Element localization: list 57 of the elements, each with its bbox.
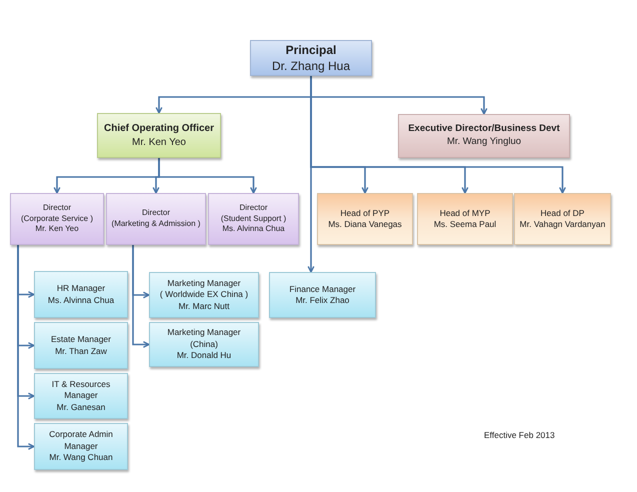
role-detail: Mr. Ken Yeo [35,224,79,236]
org-box [34,423,128,470]
role-detail: Mr. Vahagn Vardanyan [520,219,606,230]
role-detail: Mr. Felix Zhao [296,295,350,306]
org-box [417,193,513,245]
role-title: Finance Manager [289,284,356,295]
role-title: Marketing Manager [167,278,241,290]
role-detail: ( Worldwide EX China ) [160,289,248,301]
role-detail: Ms. Seema Paul [434,219,496,230]
role-title: Chief Operating Officer [104,122,214,136]
org-box [149,272,259,318]
role-title: Executive Director/Business Devt [408,123,560,136]
org-box [250,40,372,76]
role-title: Director [142,208,170,219]
role-detail: Mr. Ganesan [56,402,106,414]
connector-arrow [158,158,257,194]
role-detail: Mr. Wang Yingluo [446,136,522,149]
org-box [514,193,611,245]
role-title: IT & Resources Manager [50,378,112,402]
org-box [34,322,128,369]
org-box [10,193,104,245]
org-box [208,193,299,245]
connector-arrow [17,245,35,450]
role-detail: Mr. Than Zaw [55,346,107,357]
role-detail: (China) [190,338,218,350]
org-box [149,322,259,367]
role-title: Principal [286,42,336,58]
role-title: Corporate Admin Manager [48,429,114,452]
org-box [269,272,376,318]
role-detail: Mr. Donald Hu [176,350,232,362]
role-detail: (Student Support ) [220,214,286,224]
role-detail: Mr. Ken Yeo [132,136,186,149]
org-box [106,193,206,245]
org-box [398,114,570,158]
org-box [317,193,413,245]
role-title: Director [239,202,268,214]
role-detail: Ms. Diana Vanegas [328,219,402,230]
connector-arrow [132,245,150,348]
role-detail: (Marketing & Admission ) [112,219,200,230]
role-title: Head of PYP [340,208,390,219]
role-title: Head of DP [540,208,584,219]
role-detail: (Corporate Service ) [20,214,94,224]
connector-arrow [308,76,314,273]
role-detail: Ms. Alvinna Chua [222,224,285,236]
role-detail: Ms. Alvinna Chua [48,294,114,306]
org-box [34,373,128,419]
role-title: Estate Manager [50,334,111,346]
role-detail: Mr. Wang Chuan [49,452,113,464]
role-title: Head of MYP [440,208,490,219]
role-title: Marketing Manager [167,327,241,339]
role-detail: Dr. Zhang Hua [272,58,350,74]
role-title: HR Manager [56,283,106,294]
org-box [34,271,128,318]
effective-date-note: Effective Feb 2013 [484,429,555,442]
org-box [97,113,221,158]
role-title: Director [42,202,71,214]
role-detail: Mr. Marc Nutt [178,300,230,312]
